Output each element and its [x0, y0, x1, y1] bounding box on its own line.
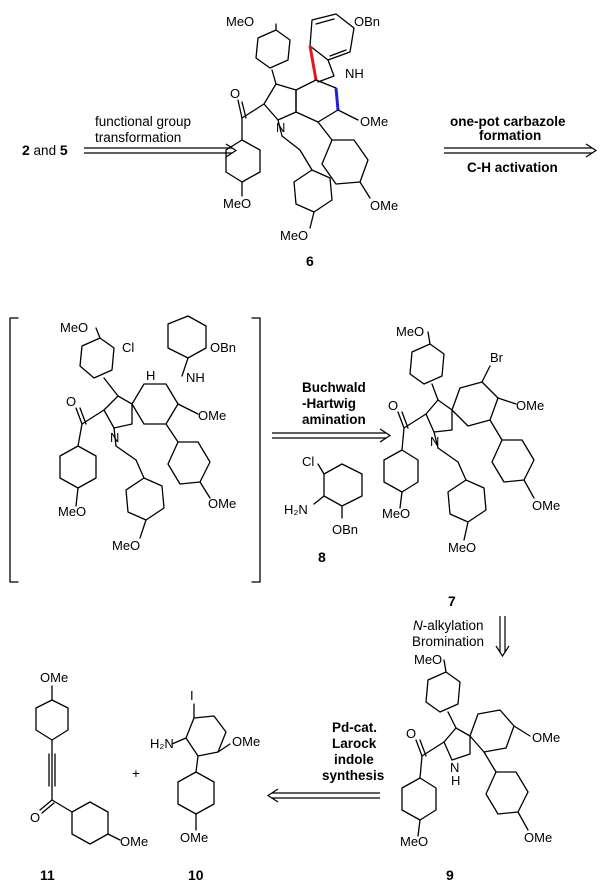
int-N: N	[110, 430, 119, 445]
compound-6-structure	[225, 13, 371, 229]
step2-label-line2: formation	[479, 128, 541, 143]
c9-OMe-right: OMe	[524, 830, 552, 845]
c10-I: I	[190, 688, 194, 703]
int-Cl: Cl	[122, 340, 134, 355]
step1-label-line1: functional group	[95, 114, 191, 129]
intermediate-bracket	[9, 317, 261, 583]
int-MeO-left: MeO	[58, 504, 86, 519]
c7-Br: Br	[490, 350, 504, 365]
c9-O: O	[406, 726, 416, 741]
int-O-carbonyl: O	[66, 394, 76, 409]
intermediate-structure	[59, 315, 211, 539]
c11-OMe: OMe	[40, 670, 68, 685]
step5-arrow	[266, 788, 380, 803]
c9-MeO-left: MeO	[400, 834, 428, 849]
new-bond-blue	[334, 87, 340, 111]
int-MeO-bottom: MeO	[112, 538, 140, 553]
step1-label-line2: transformation	[95, 130, 181, 145]
plus-sign: +	[132, 766, 140, 781]
c7-MeO-left: MeO	[382, 506, 410, 521]
compound-7-structure	[383, 331, 535, 541]
compound-10-label: 10	[188, 867, 204, 883]
int-OBn: OBn	[210, 340, 236, 355]
c10-H2N: H₂N	[150, 736, 174, 751]
step4-label-line2: Bromination	[412, 634, 484, 649]
compound-8-structure	[313, 463, 363, 519]
c10-OMe-bottom: OMe	[180, 830, 208, 845]
c11-OMe-right: OMe	[120, 834, 148, 849]
step3-label-line3: amination	[302, 412, 366, 427]
compound-11-label: 11	[40, 867, 55, 883]
compound-11-structure	[35, 685, 121, 845]
start-compounds-label: 2 and 5	[22, 142, 68, 158]
int-OMe-right: OMe	[208, 496, 236, 511]
c6-MeO-top: MeO	[226, 14, 254, 29]
c6-OMe-mid: OMe	[360, 114, 388, 129]
compound-9-label: 9	[446, 867, 454, 883]
step3-label-line2: -Hartwig	[302, 396, 356, 411]
compound-9-structure	[401, 659, 531, 837]
step5-label-line2: Larock	[332, 736, 377, 751]
c6-O-carbonyl: O	[230, 86, 240, 101]
step2-label-line3: C-H activation	[467, 160, 558, 175]
c11-O: O	[30, 810, 40, 825]
c7-OMe-mid: OMe	[516, 398, 544, 413]
c7-N: N	[430, 434, 439, 449]
c6-MeO-bottom: MeO	[280, 228, 308, 243]
c6-OMe-right: OMe	[370, 198, 398, 213]
int-OMe-mid: OMe	[198, 408, 226, 423]
c7-O-carbonyl: O	[388, 398, 398, 413]
c9-N: N	[450, 760, 459, 775]
step5-label-line1: Pd-cat.	[332, 720, 377, 735]
c8-H2N: H₂N	[284, 502, 308, 517]
step5-label-line4: synthesis	[322, 768, 384, 783]
c10-OMe: OMe	[232, 734, 260, 749]
c9-MeO-top: MeO	[414, 652, 442, 667]
c6-OBn: OBn	[354, 14, 380, 29]
compound-6-label: 6	[306, 253, 314, 269]
c9-OMe: OMe	[532, 730, 560, 745]
step2-arrow	[444, 143, 598, 158]
c8-OBn: OBn	[332, 522, 358, 537]
int-MeO-top: MeO	[60, 320, 88, 335]
int-NH: NH	[186, 370, 205, 385]
step4-label-line1: N-alkylation	[413, 618, 484, 633]
step2-label-line1: one-pot carbazole	[450, 114, 566, 129]
step3-label-line1: Buchwald	[302, 380, 366, 395]
new-bond-red	[308, 45, 318, 81]
c9-H: H	[451, 773, 460, 788]
c7-MeO-bottom: MeO	[448, 540, 476, 555]
compound-7-label: 7	[448, 593, 456, 609]
c8-Cl: Cl	[302, 454, 314, 469]
compound-10-structure	[171, 703, 231, 831]
step3-arrow	[272, 428, 392, 443]
c7-MeO-top: MeO	[396, 324, 424, 339]
c7-OMe-right: OMe	[532, 498, 560, 513]
int-H-red: H	[146, 368, 155, 383]
c6-NH: NH	[345, 66, 364, 81]
step5-label-line3: indole	[334, 752, 374, 767]
c6-MeO-left: MeO	[223, 196, 251, 211]
step4-arrow	[495, 616, 510, 658]
c6-N: N	[276, 120, 285, 135]
step1-arrow	[84, 143, 238, 158]
compound-8-label: 8	[318, 549, 326, 565]
